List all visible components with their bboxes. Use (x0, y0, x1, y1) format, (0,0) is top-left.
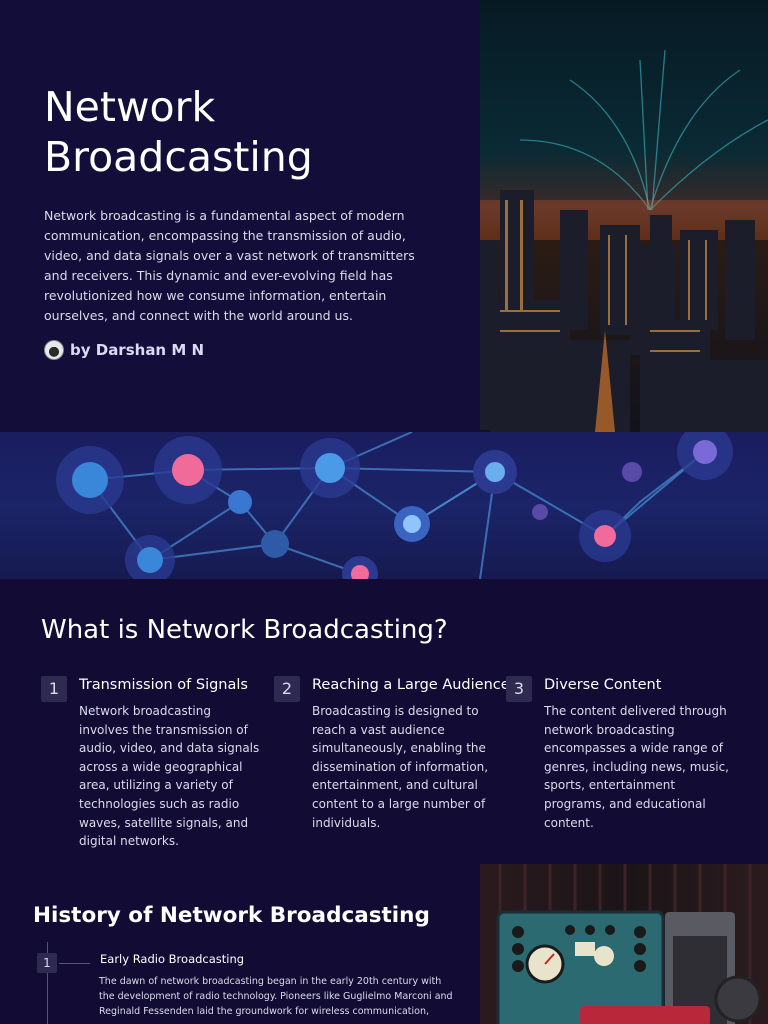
history-section: History of Network Broadcasting 1 Early … (0, 864, 768, 1024)
timeline-number: 1 (37, 953, 57, 973)
hero-section: Network Broadcasting Network broadcastin… (0, 0, 768, 432)
card-title: Reaching a Large Audience (312, 677, 510, 693)
page-title: Network Broadcasting (44, 83, 313, 181)
avatar (44, 340, 64, 360)
section-title: History of Network Broadcasting (33, 903, 430, 928)
what-is-section: What is Network Broadcasting? 1 Transmis… (0, 579, 768, 864)
card-number: 2 (274, 676, 300, 702)
card-title: Transmission of Signals (79, 677, 248, 693)
card-title: Diverse Content (544, 677, 662, 693)
timeline-item-body: The dawn of network broadcasting began i… (99, 976, 453, 1017)
card-number: 1 (41, 676, 67, 702)
author-name: by Darshan M N (70, 341, 205, 359)
timeline-connector (59, 963, 90, 964)
hero-text-block: Network Broadcasting Network broadcastin… (44, 82, 424, 360)
card-body: The content delivered through network br… (544, 704, 729, 830)
network-banner-image (0, 432, 768, 579)
section-title: What is Network Broadcasting? (41, 615, 448, 645)
hero-description: Network broadcasting is a fundamental as… (44, 208, 415, 323)
author-byline: by Darshan M N (44, 340, 424, 360)
card-number: 3 (506, 676, 532, 702)
card-body: Network broadcasting involves the transm… (79, 704, 260, 849)
city-skyline-image (480, 0, 768, 432)
vintage-radio-image (480, 864, 768, 1024)
timeline-item-title: Early Radio Broadcasting (100, 952, 245, 966)
timeline-line (47, 942, 48, 1024)
card-body: Broadcasting is designed to reach a vast… (312, 704, 489, 830)
